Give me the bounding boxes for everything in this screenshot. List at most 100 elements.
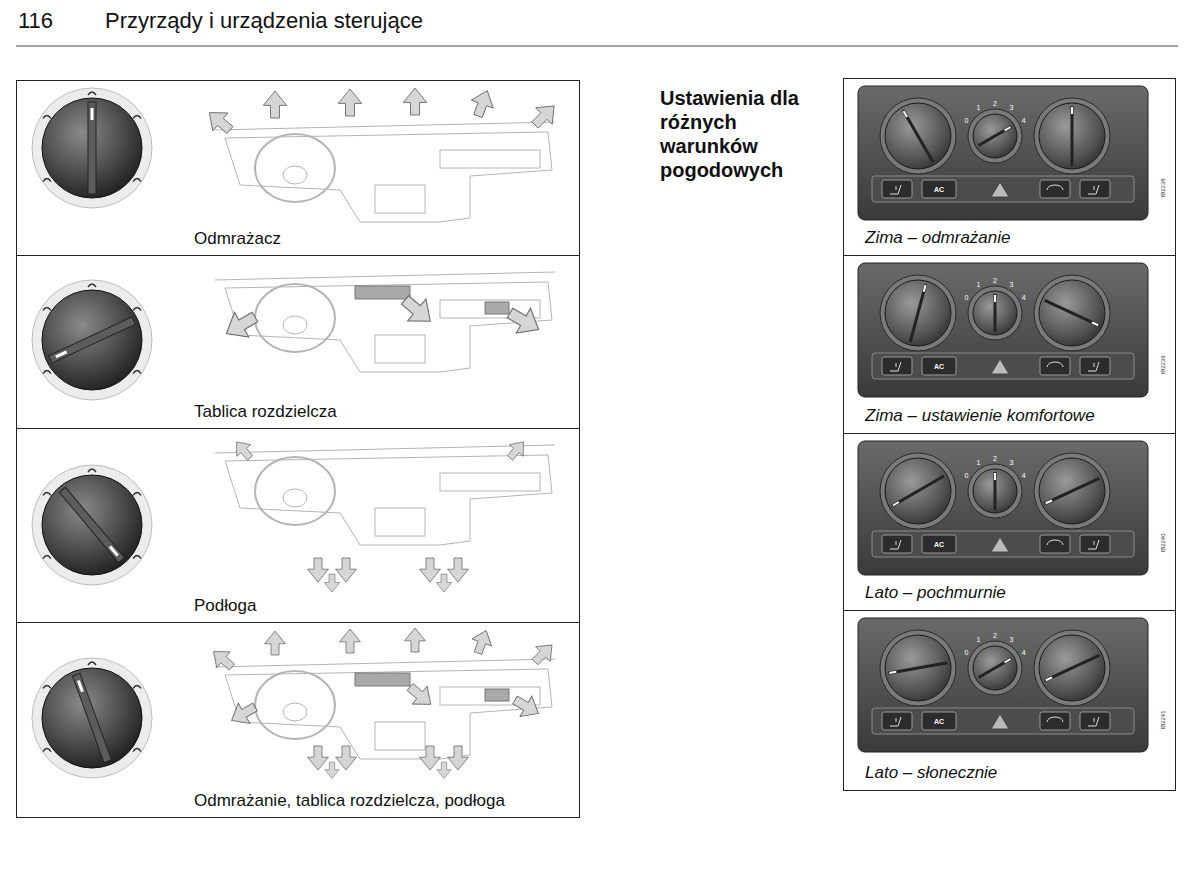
knob-mark xyxy=(91,108,94,120)
dial-ridge xyxy=(1071,106,1074,166)
airflow-arrow xyxy=(308,746,329,770)
panel-housing xyxy=(858,86,1148,220)
airflow-arrow xyxy=(336,558,357,582)
knob-bezel xyxy=(32,280,152,400)
dashboard-drawing xyxy=(215,659,555,759)
steering-wheel xyxy=(255,671,335,739)
fan-speed-number: 2 xyxy=(993,455,997,462)
mode-symbol xyxy=(88,284,96,287)
dial-ridge xyxy=(1045,655,1099,680)
dial-mark xyxy=(1092,322,1098,325)
mode-symbol xyxy=(43,307,51,310)
airflow-arrow xyxy=(396,289,440,332)
button xyxy=(1040,180,1070,198)
recirculation-icon xyxy=(1047,362,1063,367)
seat-heat-icon xyxy=(1088,717,1099,726)
button xyxy=(882,357,912,375)
panel-housing xyxy=(858,263,1148,397)
mode-symbol xyxy=(133,556,141,559)
setting-panel: Zima – odmrażanie xyxy=(843,78,1176,256)
dial-bezel xyxy=(968,641,1022,695)
caption: Odmrażacz xyxy=(194,229,281,249)
fan-speed-number: 1 xyxy=(977,104,981,111)
airflow-arrow xyxy=(403,88,426,115)
mode-symbol xyxy=(88,469,96,472)
recirculation-icon xyxy=(1047,185,1063,190)
wheel-hub xyxy=(283,316,307,334)
button xyxy=(882,712,912,730)
dial-bezel xyxy=(968,286,1022,340)
dial-ridge xyxy=(979,659,1012,678)
section-heading: Ustawienia dla różnych warunków pogodowy… xyxy=(660,86,832,182)
dial-face xyxy=(1039,103,1105,169)
mode-symbol xyxy=(43,556,51,559)
fan-speed-number: 2 xyxy=(993,277,997,284)
steering-wheel xyxy=(255,457,335,525)
button-row xyxy=(872,531,1134,557)
fan-speed-number: 3 xyxy=(1010,459,1014,466)
mode-symbol xyxy=(43,179,51,182)
caption: Zima – odmrażanie xyxy=(865,228,1011,248)
button xyxy=(922,712,956,730)
recirculation-icon xyxy=(1047,717,1063,722)
fan-speed-number: 2 xyxy=(993,632,997,639)
airflow-arrow xyxy=(420,746,441,770)
button xyxy=(1040,357,1070,375)
dial-face xyxy=(885,280,951,346)
mode-knob xyxy=(32,280,152,400)
seat-heat-icon xyxy=(890,540,901,549)
airflow-panel: Odmrażacz xyxy=(16,80,580,256)
dial-face xyxy=(973,114,1017,158)
wheel-hub xyxy=(283,166,307,184)
airflow-arrow xyxy=(338,89,361,116)
center-console xyxy=(375,722,425,750)
fan-speed-number: 1 xyxy=(977,459,981,466)
mode-symbol xyxy=(43,492,51,495)
airflow-arrow xyxy=(219,305,262,346)
knob-mark xyxy=(56,352,67,357)
mode-symbol xyxy=(133,492,141,495)
recirculation-icon xyxy=(1047,540,1063,545)
hazard-button xyxy=(991,537,1009,552)
knob-face xyxy=(42,668,142,768)
seat-heat-icon xyxy=(1088,540,1099,549)
glovebox xyxy=(440,150,540,168)
seat-heat-icon xyxy=(890,717,901,726)
caption: Odmrażanie, tablica rozdzielcza, podłoga xyxy=(194,791,505,811)
mode-symbol xyxy=(133,749,141,752)
airflow-arrow xyxy=(467,87,498,120)
airflow-arrow xyxy=(468,627,496,657)
panel-housing xyxy=(858,441,1148,575)
setting-panel: Lato – słonecznie xyxy=(843,610,1176,791)
knob-ridge xyxy=(49,317,136,363)
airflow-arrow xyxy=(340,629,361,653)
page-number: 116 xyxy=(18,8,53,34)
button-label: AC xyxy=(934,718,944,725)
airflow-arrow xyxy=(448,558,469,582)
climate-control-panel xyxy=(858,618,1148,752)
dial-bezel xyxy=(880,630,956,706)
windshield-line xyxy=(215,659,555,667)
airflow-arrow xyxy=(528,638,560,670)
dial-ridge xyxy=(903,110,933,162)
mode-symbol xyxy=(43,685,51,688)
button-label: AC xyxy=(934,541,944,548)
airflow-arrow xyxy=(202,104,238,139)
airflow-arrow xyxy=(420,558,441,582)
fan-speed-number: 0 xyxy=(964,648,968,655)
vent xyxy=(355,673,410,686)
knob-face xyxy=(42,290,142,390)
button xyxy=(1080,180,1110,198)
fan-speed-number: 3 xyxy=(1010,636,1014,643)
airflow-arrow xyxy=(405,628,426,652)
airflow-arrow xyxy=(336,746,357,770)
caption: Lato – pochmurnie xyxy=(865,583,1006,603)
knob-ridge xyxy=(88,102,96,194)
knob-bezel xyxy=(32,88,152,208)
dial-ridge xyxy=(1045,478,1099,503)
mode-symbol xyxy=(88,92,96,95)
seat-heat-icon xyxy=(890,362,901,371)
airflow-arrow xyxy=(308,558,329,582)
knob-face xyxy=(42,475,142,575)
